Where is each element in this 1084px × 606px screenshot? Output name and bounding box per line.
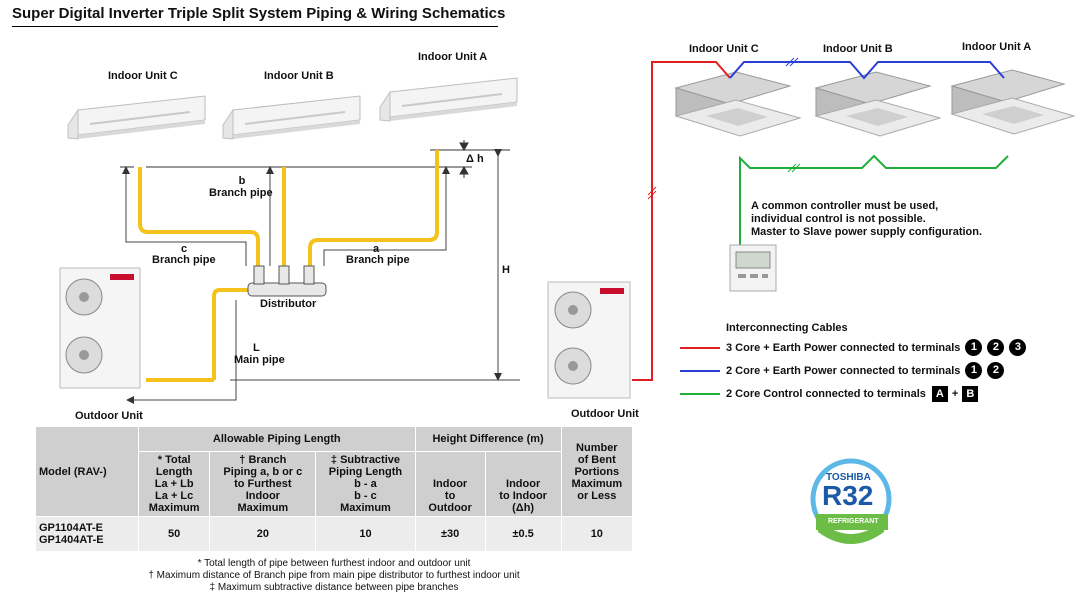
legend-text-control: 2 Core Control connected to terminals	[726, 388, 926, 400]
legend-row-control: 2 Core Control connected to terminals A …	[680, 386, 982, 402]
terminal-2-icon: 2	[987, 339, 1005, 356]
height-h-label: H	[502, 264, 510, 276]
r32-badge-logo	[810, 458, 892, 544]
legend-title: Interconnecting Cables	[726, 322, 848, 334]
subtractive-piping-cell: 10	[315, 516, 416, 552]
legend-row-3core: 3 Core + Earth Power connected to termin…	[680, 339, 1027, 356]
remote-controller-image	[729, 244, 777, 292]
footnote-total: * Total length of pipe between furthest …	[197, 558, 471, 569]
distributor-image	[247, 265, 327, 297]
controller-note-line-1: A common controller must be used,	[751, 200, 939, 212]
subtractive-piping-header: ‡ Subtractive Piping Length b - a b - c …	[315, 451, 416, 517]
cassette-unit-c-image	[674, 71, 802, 137]
indoor-outdoor-header: Indoor to Outdoor	[414, 451, 486, 517]
page-title: Super Digital Inverter Triple Split Syst…	[12, 5, 506, 22]
terminal-plus-sign: +	[951, 388, 959, 400]
cassette-unit-b-label: Indoor Unit B	[823, 43, 893, 55]
outdoor-unit-right-image	[547, 281, 631, 399]
indoor-indoor-cell: ±0.5	[484, 516, 562, 552]
title-underline	[12, 26, 498, 27]
outdoor-unit-right-label: Outdoor Unit	[571, 408, 639, 420]
pipe-c-letter: c	[180, 243, 188, 255]
controller-note-line-2: individual control is not possible.	[751, 213, 926, 225]
indoor-indoor-header: Indoor to Indoor (Δh)	[484, 451, 562, 517]
terminal-b-icon: B	[962, 386, 979, 402]
branch-piping-header: † Branch Piping a, b or c to Furthest In…	[209, 451, 317, 517]
legend-line-green	[680, 393, 720, 395]
control-cable	[739, 154, 1009, 245]
branch-piping-cell: 20	[209, 516, 317, 552]
footnote-branch: † Maximum distance of Branch pipe from m…	[148, 570, 520, 581]
delta-h-label: Δ h	[466, 153, 484, 165]
legend-line-blue	[680, 369, 720, 372]
terminal-a-icon: A	[931, 386, 948, 402]
footnote-subtractive: ‡ Maximum subtractive distance between p…	[209, 582, 459, 593]
total-length-header: * Total Length La + Lb La + Lc Maximum	[137, 451, 211, 517]
controller-note: A common controller must be used, indivi…	[751, 200, 982, 239]
badge-model: R32	[822, 480, 874, 511]
indoor-unit-c-label: Indoor Unit C	[108, 70, 178, 82]
pipe-b-letter: b	[238, 175, 246, 187]
power-cable-2core	[729, 61, 1005, 80]
model-cell: GP1104AT-E GP1404AT-E	[35, 516, 139, 552]
total-length-cell: 50	[137, 516, 211, 552]
indoor-unit-b-image	[222, 95, 361, 140]
cassette-unit-a-label: Indoor Unit A	[962, 41, 1032, 53]
bent-portions-header: Number of Bent Portions Maximum or Less	[560, 426, 634, 517]
cassette-unit-c-label: Indoor Unit C	[689, 43, 759, 55]
outdoor-unit-left-image	[59, 267, 141, 389]
allowable-length-header: Allowable Piping Length	[138, 426, 416, 452]
main-pipe-label: Main pipe	[234, 354, 285, 366]
terminal-3-icon: 3	[1009, 339, 1027, 356]
outdoor-unit-left-label: Outdoor Unit	[75, 410, 143, 422]
cassette-unit-b-image	[814, 71, 942, 137]
terminal-1-icon: 1	[965, 362, 983, 379]
controller-note-line-3: Master to Slave power supply configurati…	[751, 226, 983, 238]
footnotes: * Total length of pipe between furthest …	[35, 558, 633, 594]
height-difference-header: Height Difference (m)	[414, 426, 562, 452]
indoor-unit-a-label: Indoor Unit A	[418, 51, 488, 63]
badge-brand: TOSHIBA	[826, 472, 871, 483]
legend-text-2core: 2 Core + Earth Power connected to termin…	[726, 364, 961, 377]
badge-label: REFRIGERANT	[828, 518, 879, 525]
bent-portions-cell: 10	[560, 516, 634, 552]
pipe-c-label: Branch pipe	[152, 254, 216, 266]
terminal-1-icon: 1	[965, 339, 983, 356]
piping-spec-table: Model (RAV-) Allowable Piping Length Hei…	[35, 426, 634, 552]
pipe-a-letter: a	[372, 243, 380, 255]
power-cable-3core	[632, 61, 731, 381]
indoor-unit-c-image	[67, 95, 206, 140]
cassette-unit-a-image	[950, 69, 1076, 135]
pipe-a-label: Branch pipe	[346, 254, 410, 266]
legend-row-2core: 2 Core + Earth Power connected to termin…	[680, 362, 1005, 379]
refrigerant-pipes	[138, 150, 439, 382]
distributor-label: Distributor	[260, 298, 317, 310]
legend-text-3core: 3 Core + Earth Power connected to termin…	[726, 341, 961, 354]
terminal-2-icon: 2	[987, 362, 1005, 379]
indoor-unit-a-image	[379, 77, 518, 122]
table-row: GP1104AT-E GP1404AT-E 50 20 10 ±30 ±0.5 …	[35, 516, 634, 552]
model-header: Model (RAV-)	[35, 426, 139, 517]
main-pipe-letter: L	[253, 342, 260, 354]
indoor-outdoor-cell: ±30	[414, 516, 486, 552]
indoor-unit-b-label: Indoor Unit B	[264, 70, 334, 82]
pipe-b-label: Branch pipe	[209, 187, 273, 199]
legend-line-red	[680, 346, 720, 349]
